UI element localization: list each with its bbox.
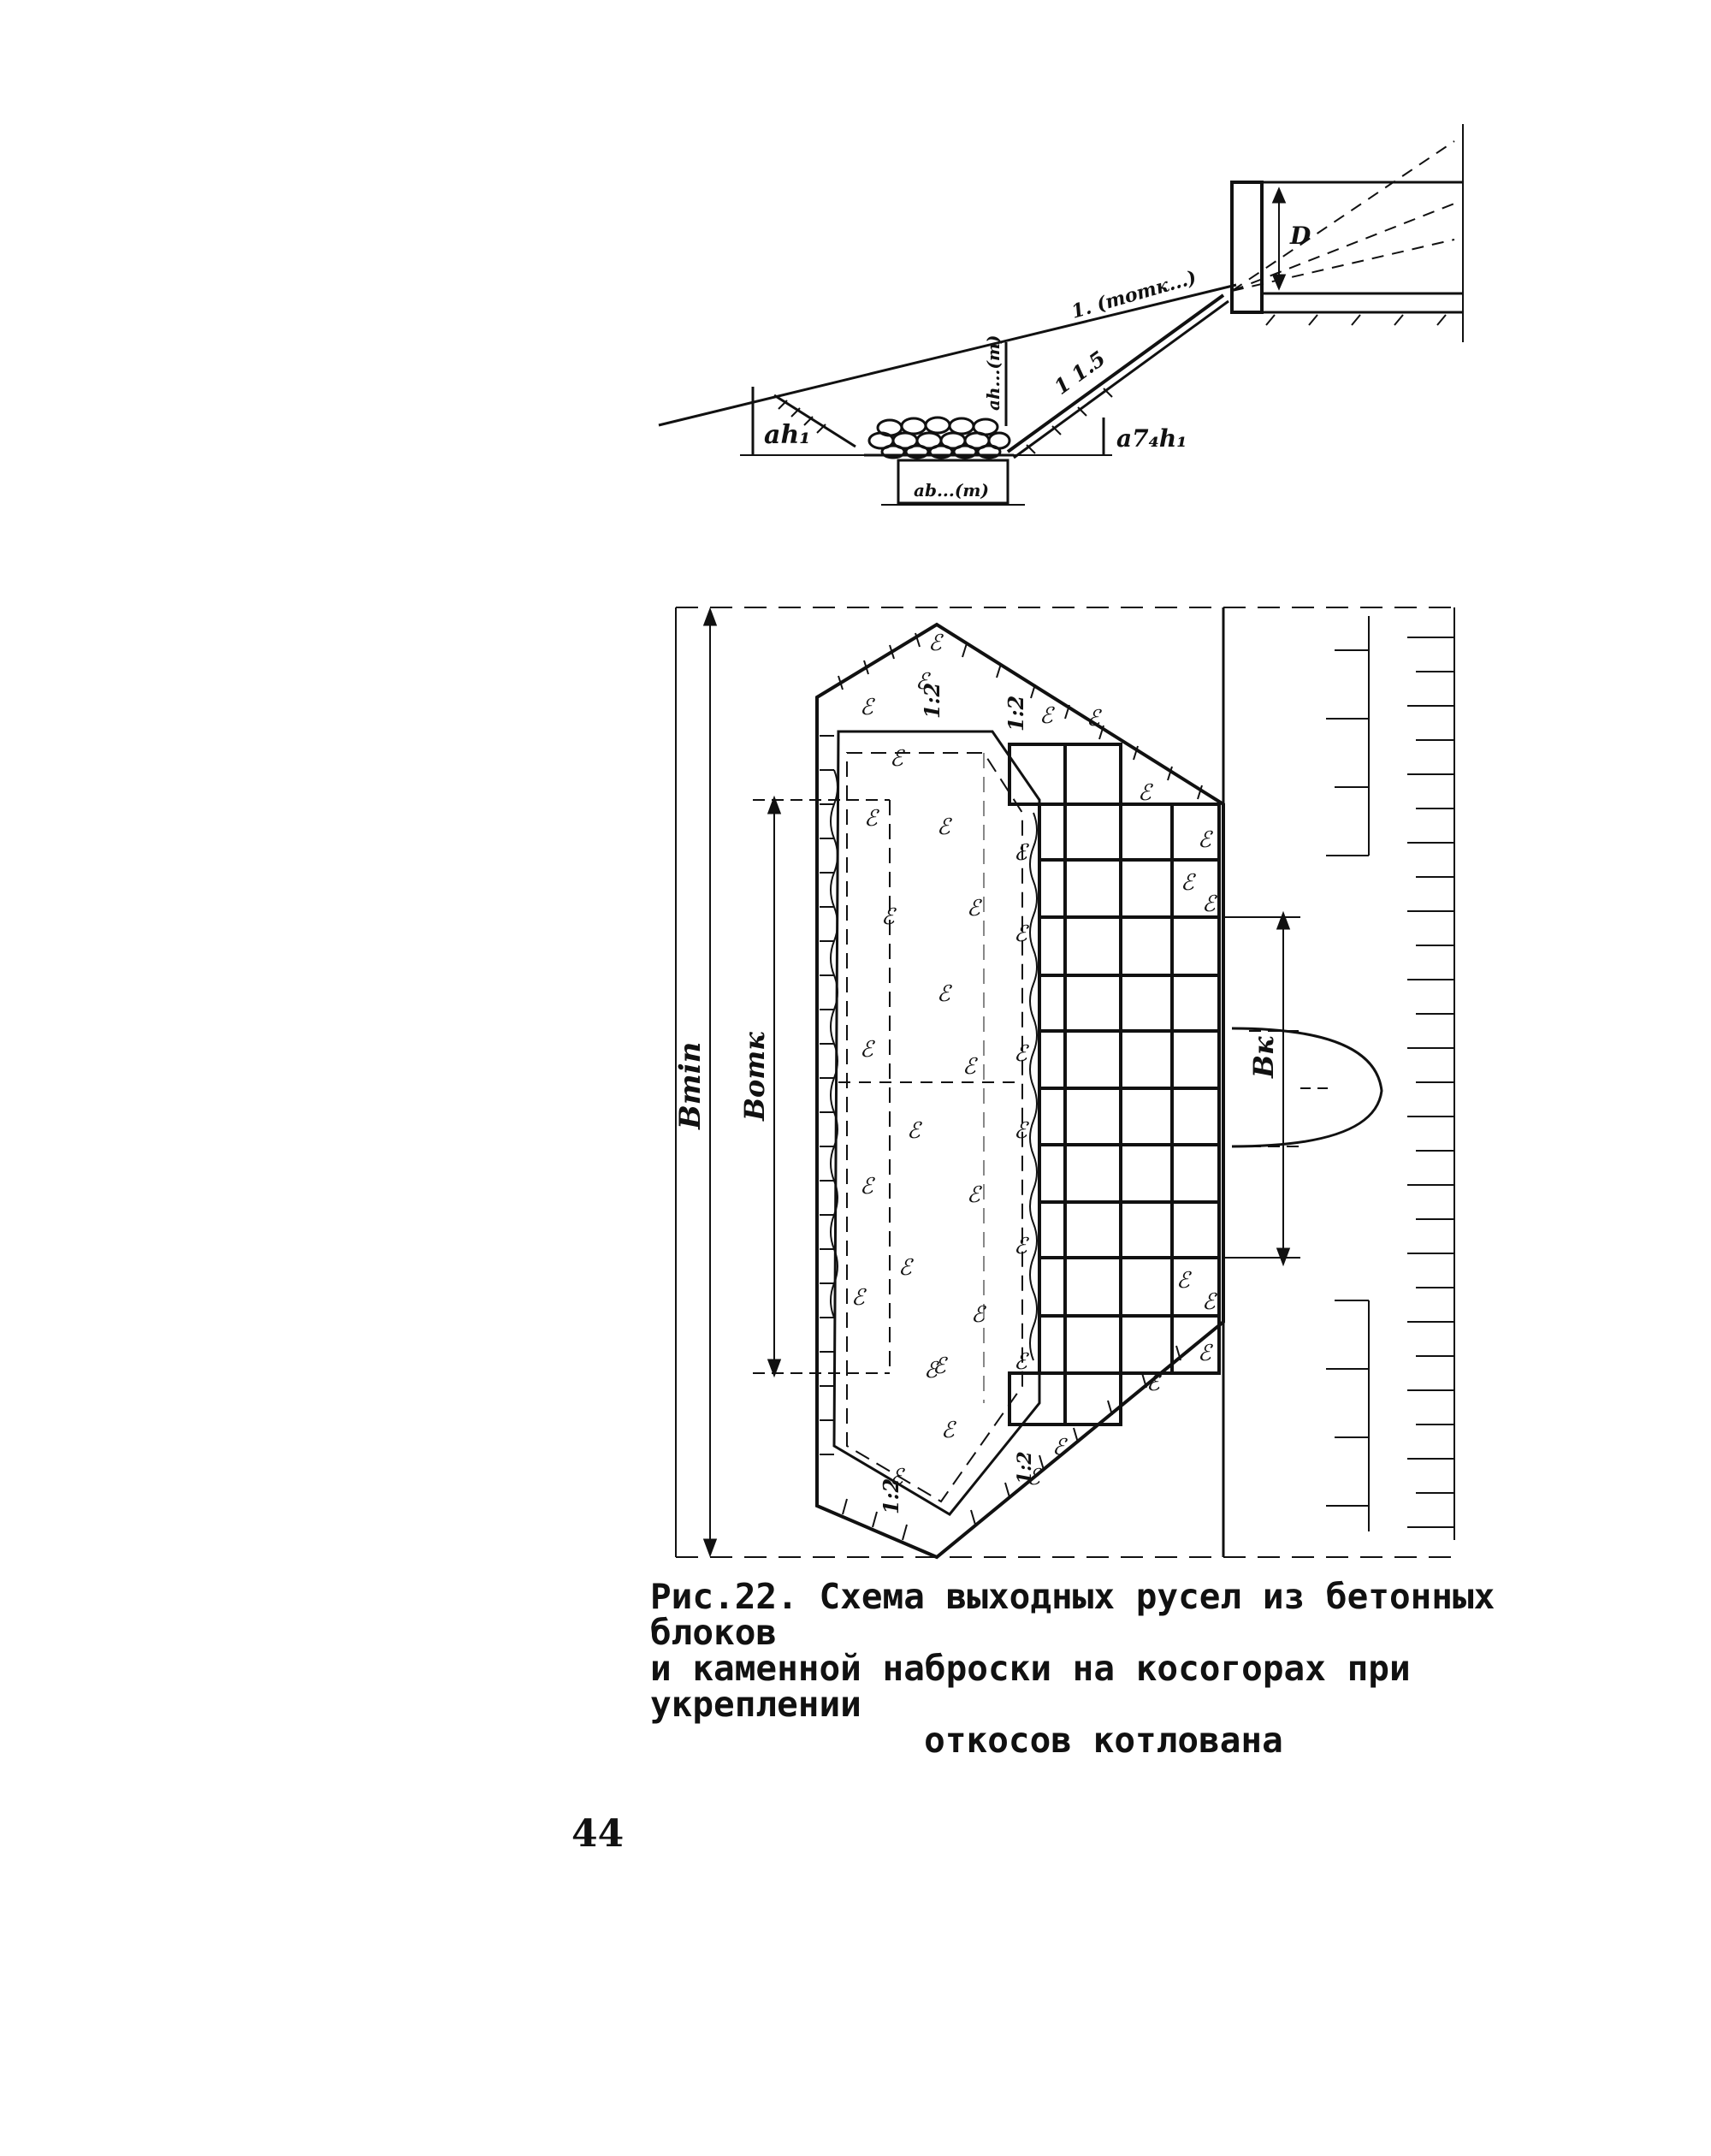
concrete-blocks <box>1008 743 1221 1426</box>
label-slope-bl: 1:2 <box>879 1478 903 1514</box>
svg-text:ℰ: ℰ <box>1014 840 1029 866</box>
pit-outer-contour <box>815 622 1225 1560</box>
riprap-stones <box>867 416 1011 459</box>
svg-text:ℰ: ℰ <box>1014 1234 1029 1259</box>
label-width-bk: Bк <box>1247 1036 1280 1079</box>
svg-text:ℰ: ℰ <box>851 1285 867 1311</box>
svg-text:ℰ: ℰ <box>1027 1465 1042 1490</box>
svg-text:ℰ: ℰ <box>860 695 875 720</box>
pit-slope-right-inner <box>1013 299 1229 459</box>
svg-text:ℰ: ℰ <box>971 1302 986 1328</box>
svg-text:ℰ: ℰ <box>928 631 944 656</box>
label-slope-upper: 1. (mотк...) <box>1069 266 1199 323</box>
svg-text:ℰ: ℰ <box>890 1465 905 1490</box>
svg-text:ℰ: ℰ <box>907 1118 922 1144</box>
svg-text:ℰ: ℰ <box>1138 780 1153 806</box>
label-slope-bm: 1:2 <box>1014 1451 1036 1484</box>
figure-caption: Рис.22. Схема выходных русел из бетонных… <box>650 1578 1557 1758</box>
caption-line-1: Рис.22. Схема выходных русел из бетонных… <box>650 1576 1495 1653</box>
svg-text:ℰ: ℰ <box>860 1174 875 1199</box>
svg-text:ℰ: ℰ <box>1052 1435 1068 1460</box>
flow-fan-lines <box>1231 140 1455 292</box>
label-slope-tr: 1:2 <box>1004 696 1028 732</box>
label-slope-tl: 1:2 <box>920 683 944 719</box>
svg-text:ℰ: ℰ <box>1014 921 1029 947</box>
svg-text:ℰ: ℰ <box>1014 1041 1029 1067</box>
svg-text:ℰ: ℰ <box>941 1418 956 1443</box>
svg-text:ℰ: ℰ <box>860 1037 875 1063</box>
svg-text:ℰ: ℰ <box>1202 891 1217 917</box>
label-width-otk: Bотк <box>738 1032 771 1122</box>
cross-section <box>658 124 1464 506</box>
svg-text:ℰ: ℰ <box>1198 1341 1213 1366</box>
pit-slope-left <box>773 394 856 448</box>
svg-text:ℰ: ℰ <box>1198 827 1213 853</box>
label-pipe-diameter: D <box>1289 222 1311 250</box>
label-width-min: Bmin <box>673 1042 707 1130</box>
caption-line-3: откосов котлована <box>924 1720 1283 1761</box>
page-number: 44 <box>571 1812 625 1856</box>
slope-ticks-left <box>820 632 1203 1541</box>
svg-text:ℰ: ℰ <box>898 1255 914 1281</box>
svg-text:ℰ: ℰ <box>1176 1268 1192 1294</box>
label-vertical-dim: ah...(m) <box>983 335 1004 411</box>
bottom-pad <box>897 459 1009 505</box>
label-depth-left: ah₁ <box>764 420 810 450</box>
pit-inner-contour <box>832 730 1041 1516</box>
svg-text:ℰ: ℰ <box>881 904 897 930</box>
svg-text:ℰ: ℰ <box>1014 1118 1029 1144</box>
label-bottom-width: ab...(m) <box>914 480 989 500</box>
svg-text:ℰ: ℰ <box>1146 1371 1162 1396</box>
svg-text:ℰ: ℰ <box>1202 1289 1217 1315</box>
svg-text:ℰ: ℰ <box>967 896 982 921</box>
ground-line <box>658 283 1237 427</box>
svg-text:ℰ: ℰ <box>937 981 952 1007</box>
svg-text:ℰ: ℰ <box>1014 1349 1029 1375</box>
svg-text:ℰ: ℰ <box>915 669 931 695</box>
wavy-boundary-right <box>1029 812 1038 1361</box>
ground-ticks-right <box>1326 607 1455 1540</box>
svg-text:ℰ: ℰ <box>962 1054 978 1080</box>
svg-text:ℰ: ℰ <box>1039 703 1055 729</box>
svg-text:ℰ: ℰ <box>864 806 879 832</box>
label-depth-right: a7₄h₁ <box>1116 424 1187 453</box>
caption-line-2: и каменной наброски на косогорах при укр… <box>650 1648 1411 1725</box>
pipe-headwall <box>1230 181 1264 314</box>
svg-text:ℰ: ℰ <box>967 1182 982 1208</box>
label-slope-lower: 1 1.5 <box>1049 346 1110 400</box>
outlet-jet <box>1231 1027 1383 1148</box>
svg-text:ℰ: ℰ <box>890 746 905 772</box>
svg-text:ℰ: ℰ <box>924 1358 939 1383</box>
dashed-basin <box>846 752 1023 1503</box>
pit-slope-right-outer <box>1006 293 1225 453</box>
svg-text:ℰ: ℰ <box>937 814 952 840</box>
ground-hatching <box>778 388 1113 454</box>
plan-view <box>675 607 1455 1560</box>
svg-text:ℰ: ℰ <box>1086 706 1102 732</box>
svg-text:ℰ: ℰ <box>932 1353 948 1379</box>
wavy-boundary-left <box>830 769 838 1318</box>
svg-text:ℰ: ℰ <box>1181 870 1196 896</box>
